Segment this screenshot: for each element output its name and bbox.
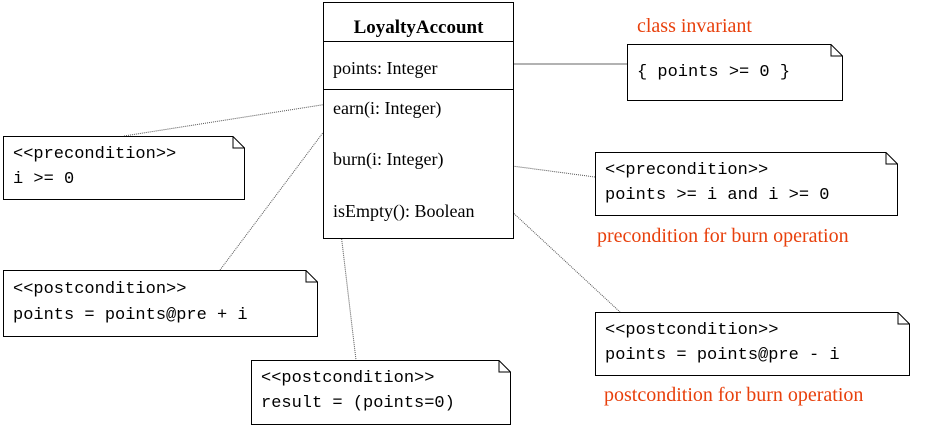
note-line-1: <<postcondition>>: [605, 321, 779, 340]
earn-post-connector: [219, 117, 335, 271]
isempty-post-connector: [339, 224, 357, 361]
note-line-1: <<precondition>>: [13, 145, 177, 164]
note-frame: [595, 152, 898, 216]
note-earn-postcondition: <<postcondition>> points = points@pre + …: [3, 270, 318, 337]
label-burn-postcondition: postcondition for burn operation: [604, 384, 864, 406]
class-box-loyaltyaccount: LoyaltyAccount points: Integer earn(i: I…: [323, 2, 514, 239]
note-frame: [251, 360, 511, 425]
note-line-2: points >= i and i >= 0: [605, 186, 830, 205]
class-attribute: points: Integer: [324, 42, 513, 90]
label-burn-precondition: precondition for burn operation: [597, 225, 849, 247]
note-frame: [3, 136, 245, 200]
class-name: LoyaltyAccount: [324, 3, 513, 42]
note-frame: [3, 270, 318, 337]
note-line-2: i >= 0: [13, 170, 75, 189]
label-class-invariant: class invariant: [637, 15, 752, 37]
note-earn-precondition: <<precondition>> i >= 0: [3, 136, 245, 200]
note-line-1: <<postcondition>>: [13, 280, 187, 299]
operation-isempty: isEmpty(): Boolean: [333, 201, 475, 221]
note-line-1: <<precondition>>: [605, 161, 769, 180]
operation-burn: burn(i: Integer): [333, 149, 444, 169]
note-frame: [627, 44, 843, 101]
operation-earn: earn(i: Integer): [333, 98, 442, 118]
burn-pre-connector: [466, 159, 596, 178]
note-line-2: points = points@pre - i: [605, 346, 840, 365]
note-line-1: { points >= 0 }: [637, 63, 791, 82]
note-frame: [595, 312, 910, 376]
note-line-2: points = points@pre + i: [13, 306, 248, 325]
earn-pre-connector: [123, 102, 335, 137]
note-burn-precondition: <<precondition>> points >= i and i >= 0: [595, 152, 898, 216]
note-line-2: result = (points=0): [261, 394, 455, 413]
note-class-invariant: { points >= 0 }: [627, 44, 843, 101]
note-isempty-postcondition: <<postcondition>> result = (points=0): [251, 360, 511, 425]
note-burn-postcondition: <<postcondition>> points = points@pre - …: [595, 312, 910, 376]
note-line-1: <<postcondition>>: [261, 369, 435, 388]
